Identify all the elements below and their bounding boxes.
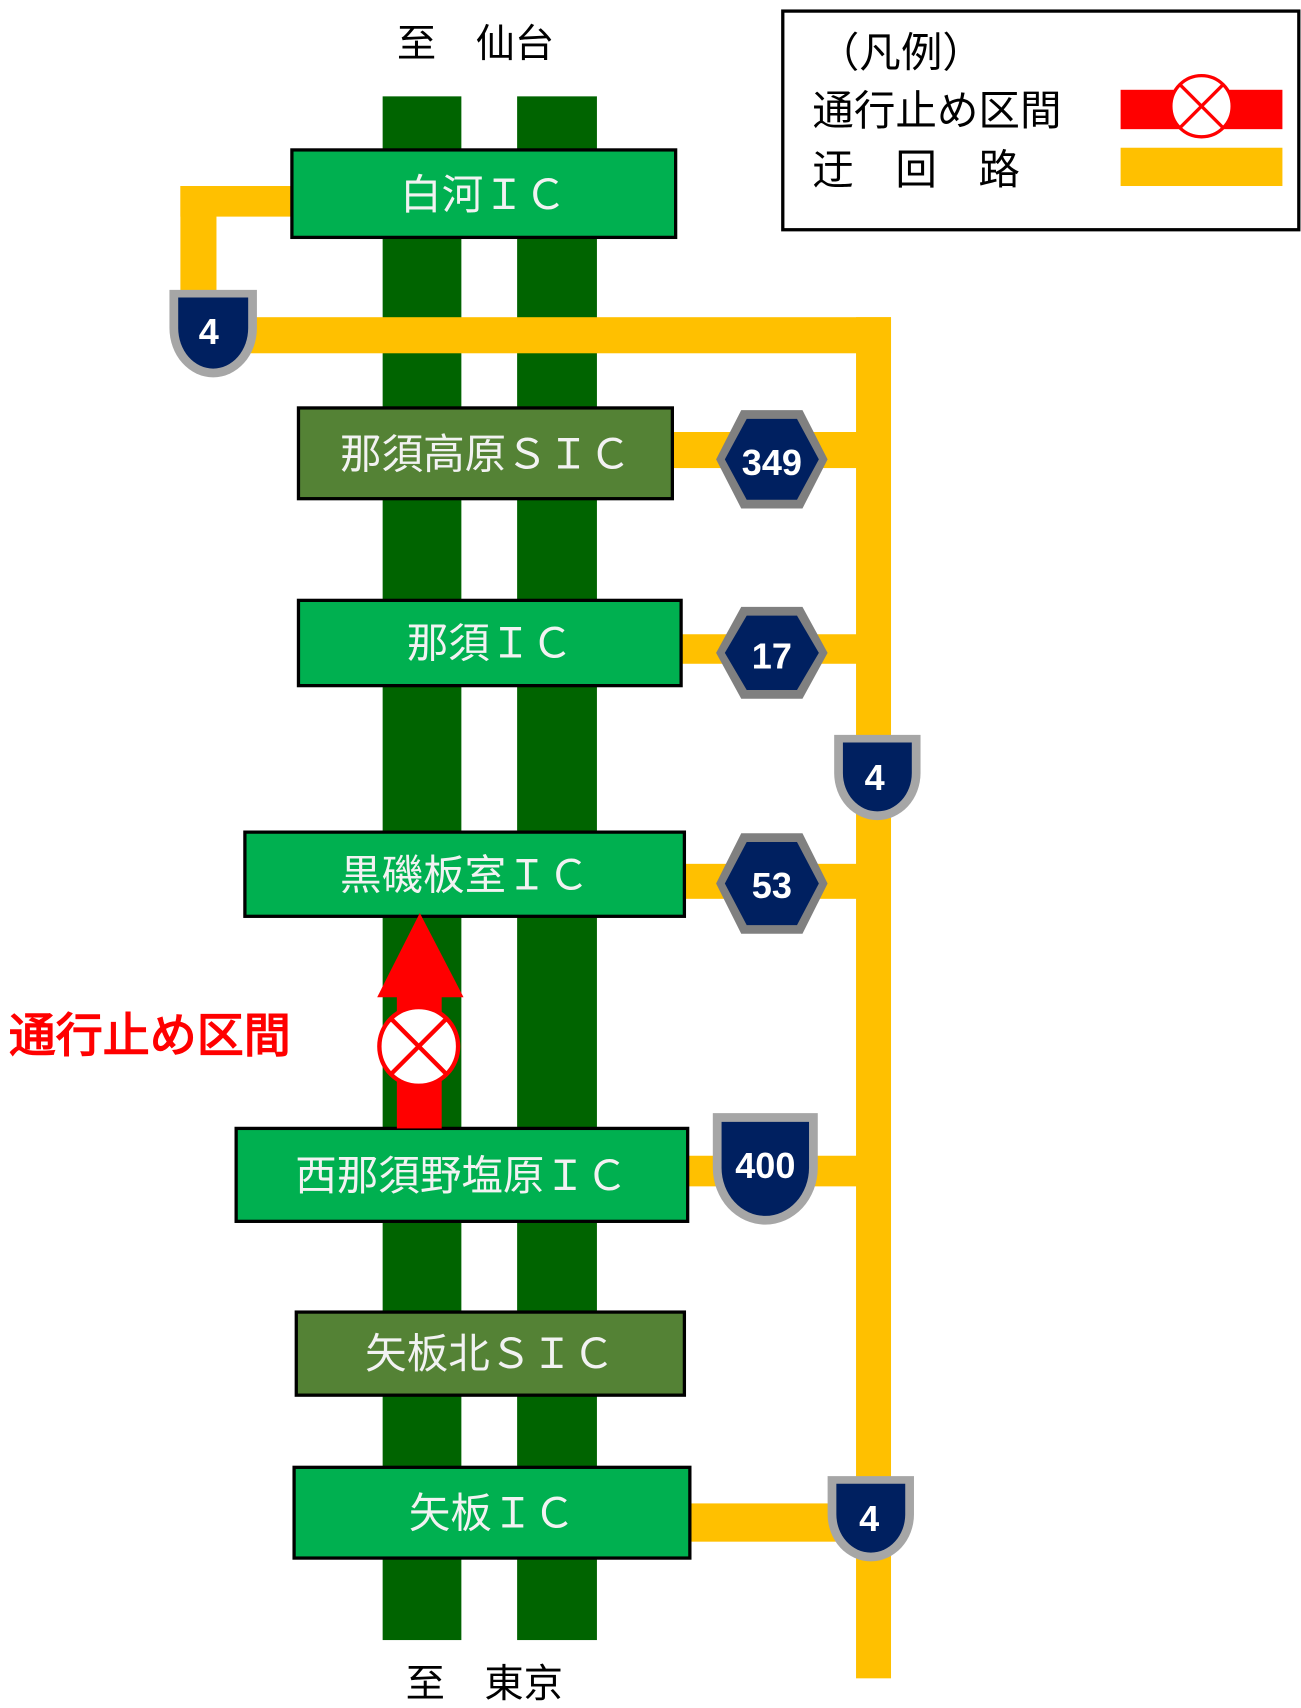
route-number: 17: [752, 636, 792, 677]
route-17-hexagon: 17: [716, 606, 828, 699]
interchange-shirakawa[interactable]: 白河ＩＣ: [290, 148, 678, 240]
route-349-hexagon: 349: [716, 410, 828, 509]
route-4-shield-north: 4: [169, 289, 257, 378]
ic-label: 那須高原ＳＩＣ: [340, 429, 631, 478]
interchange-nishinasuno-shiobara[interactable]: 西那須野塩原ＩＣ: [234, 1126, 690, 1223]
direction-north-label: 至 仙台: [397, 21, 554, 67]
interchange-yaita-kita-sic[interactable]: 矢板北ＳＩＣ: [294, 1310, 687, 1397]
interchange-yaita[interactable]: 矢板ＩＣ: [292, 1465, 692, 1560]
legend-detour-swatch: [1120, 147, 1283, 187]
route-4-shield-south: 4: [827, 1476, 914, 1562]
legend-detour-label: 迂 回 路: [812, 145, 1020, 194]
route-number: 53: [752, 865, 792, 906]
ic-label: 矢板ＩＣ: [409, 1489, 575, 1538]
route-number: 4: [865, 757, 885, 798]
closure-section-label: 通行止め区間: [9, 1009, 291, 1064]
interchange-nasu[interactable]: 那須ＩＣ: [296, 598, 683, 688]
ic-label: 那須ＩＣ: [407, 618, 573, 667]
route-400-shield: 400: [712, 1113, 818, 1225]
route-4-shield-middle: 4: [834, 734, 921, 821]
route-53-hexagon: 53: [716, 833, 828, 934]
legend: （凡例） 通行止め区間 迂 回 路: [781, 9, 1301, 232]
ic-label: 西那須野塩原ＩＣ: [295, 1151, 627, 1200]
interchange-nasu-kogen-sic[interactable]: 那須高原ＳＩＣ: [296, 406, 675, 501]
route-number: 400: [735, 1145, 795, 1186]
route-number: 4: [199, 311, 219, 352]
legend-title: （凡例）: [818, 28, 984, 77]
interchange-kuroiso-itamuro[interactable]: 黒磯板室ＩＣ: [243, 830, 687, 918]
ic-label: 矢板北ＳＩＣ: [365, 1329, 614, 1378]
legend-closed-label: 通行止め区間: [812, 86, 1061, 135]
route-number: 4: [859, 1498, 879, 1539]
direction-south-label: 至 東京: [406, 1661, 563, 1707]
route-number: 349: [742, 442, 802, 483]
legend-no-entry-icon: [1169, 73, 1234, 139]
ic-label: 白河ＩＣ: [400, 170, 566, 219]
ic-label: 黒磯板室ＩＣ: [340, 850, 589, 899]
no-entry-icon: [377, 1004, 461, 1088]
